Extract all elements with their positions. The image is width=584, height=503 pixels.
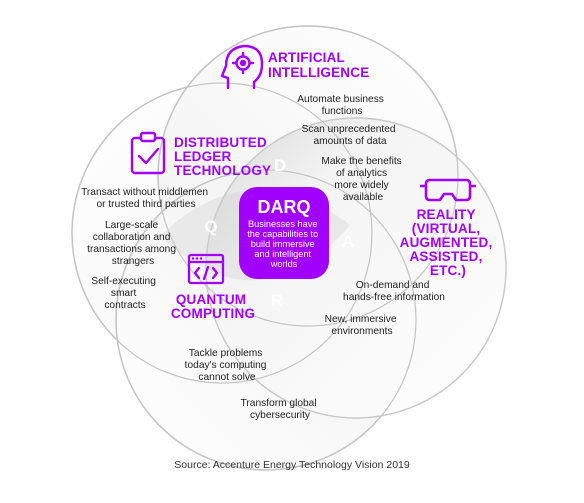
quantum-point-2: Transform global cybersecurity (241, 398, 320, 421)
dlt-point-3: Self-executing smart contracts (91, 276, 158, 311)
darq-center-box (239, 187, 329, 279)
letter-r: R (271, 291, 283, 310)
code-window-dots (191, 257, 203, 260)
dlt-title: DISTRIBUTED LEDGER TECHNOLOGY (174, 135, 271, 178)
code-window-icon (187, 253, 225, 285)
ai-title: ARTIFICIAL INTELLIGENCE (268, 50, 369, 80)
reality-point-1: On-demand and hands-free information (343, 280, 445, 303)
letter-d: D (274, 156, 286, 175)
darq-title: DARQ (258, 197, 311, 217)
ai-point-1: Automate business functions (297, 94, 387, 117)
letter-q: Q (204, 217, 217, 236)
clipboard-check-icon (130, 131, 166, 175)
dlt-point-2: Large-scale collaboration and transactio… (87, 220, 179, 267)
ai-point-2: Scan unprecedented amounts of data (302, 124, 399, 147)
dlt-point-1: Transact without middlemen or trusted th… (81, 187, 211, 210)
vr-headset-icon (420, 178, 476, 202)
ai-head-gear-icon (220, 44, 264, 90)
reality-point-2: New, immersive environments (325, 314, 400, 337)
quantum-title: QUANTUM COMPUTING (171, 292, 255, 321)
letter-a: A (342, 232, 354, 251)
darq-description: Businesses have the capabilities to buil… (247, 219, 321, 269)
quantum-point-1: Tackle problems today's computing cannot… (185, 348, 270, 383)
ai-point-3: Make the benefits of analytics more wide… (321, 156, 404, 203)
reality-title: REALITY (VIRTUAL, AUGMENTED, ASSISTED, E… (400, 207, 497, 278)
source-caption: Source: Accenture Energy Technology Visi… (174, 459, 410, 471)
